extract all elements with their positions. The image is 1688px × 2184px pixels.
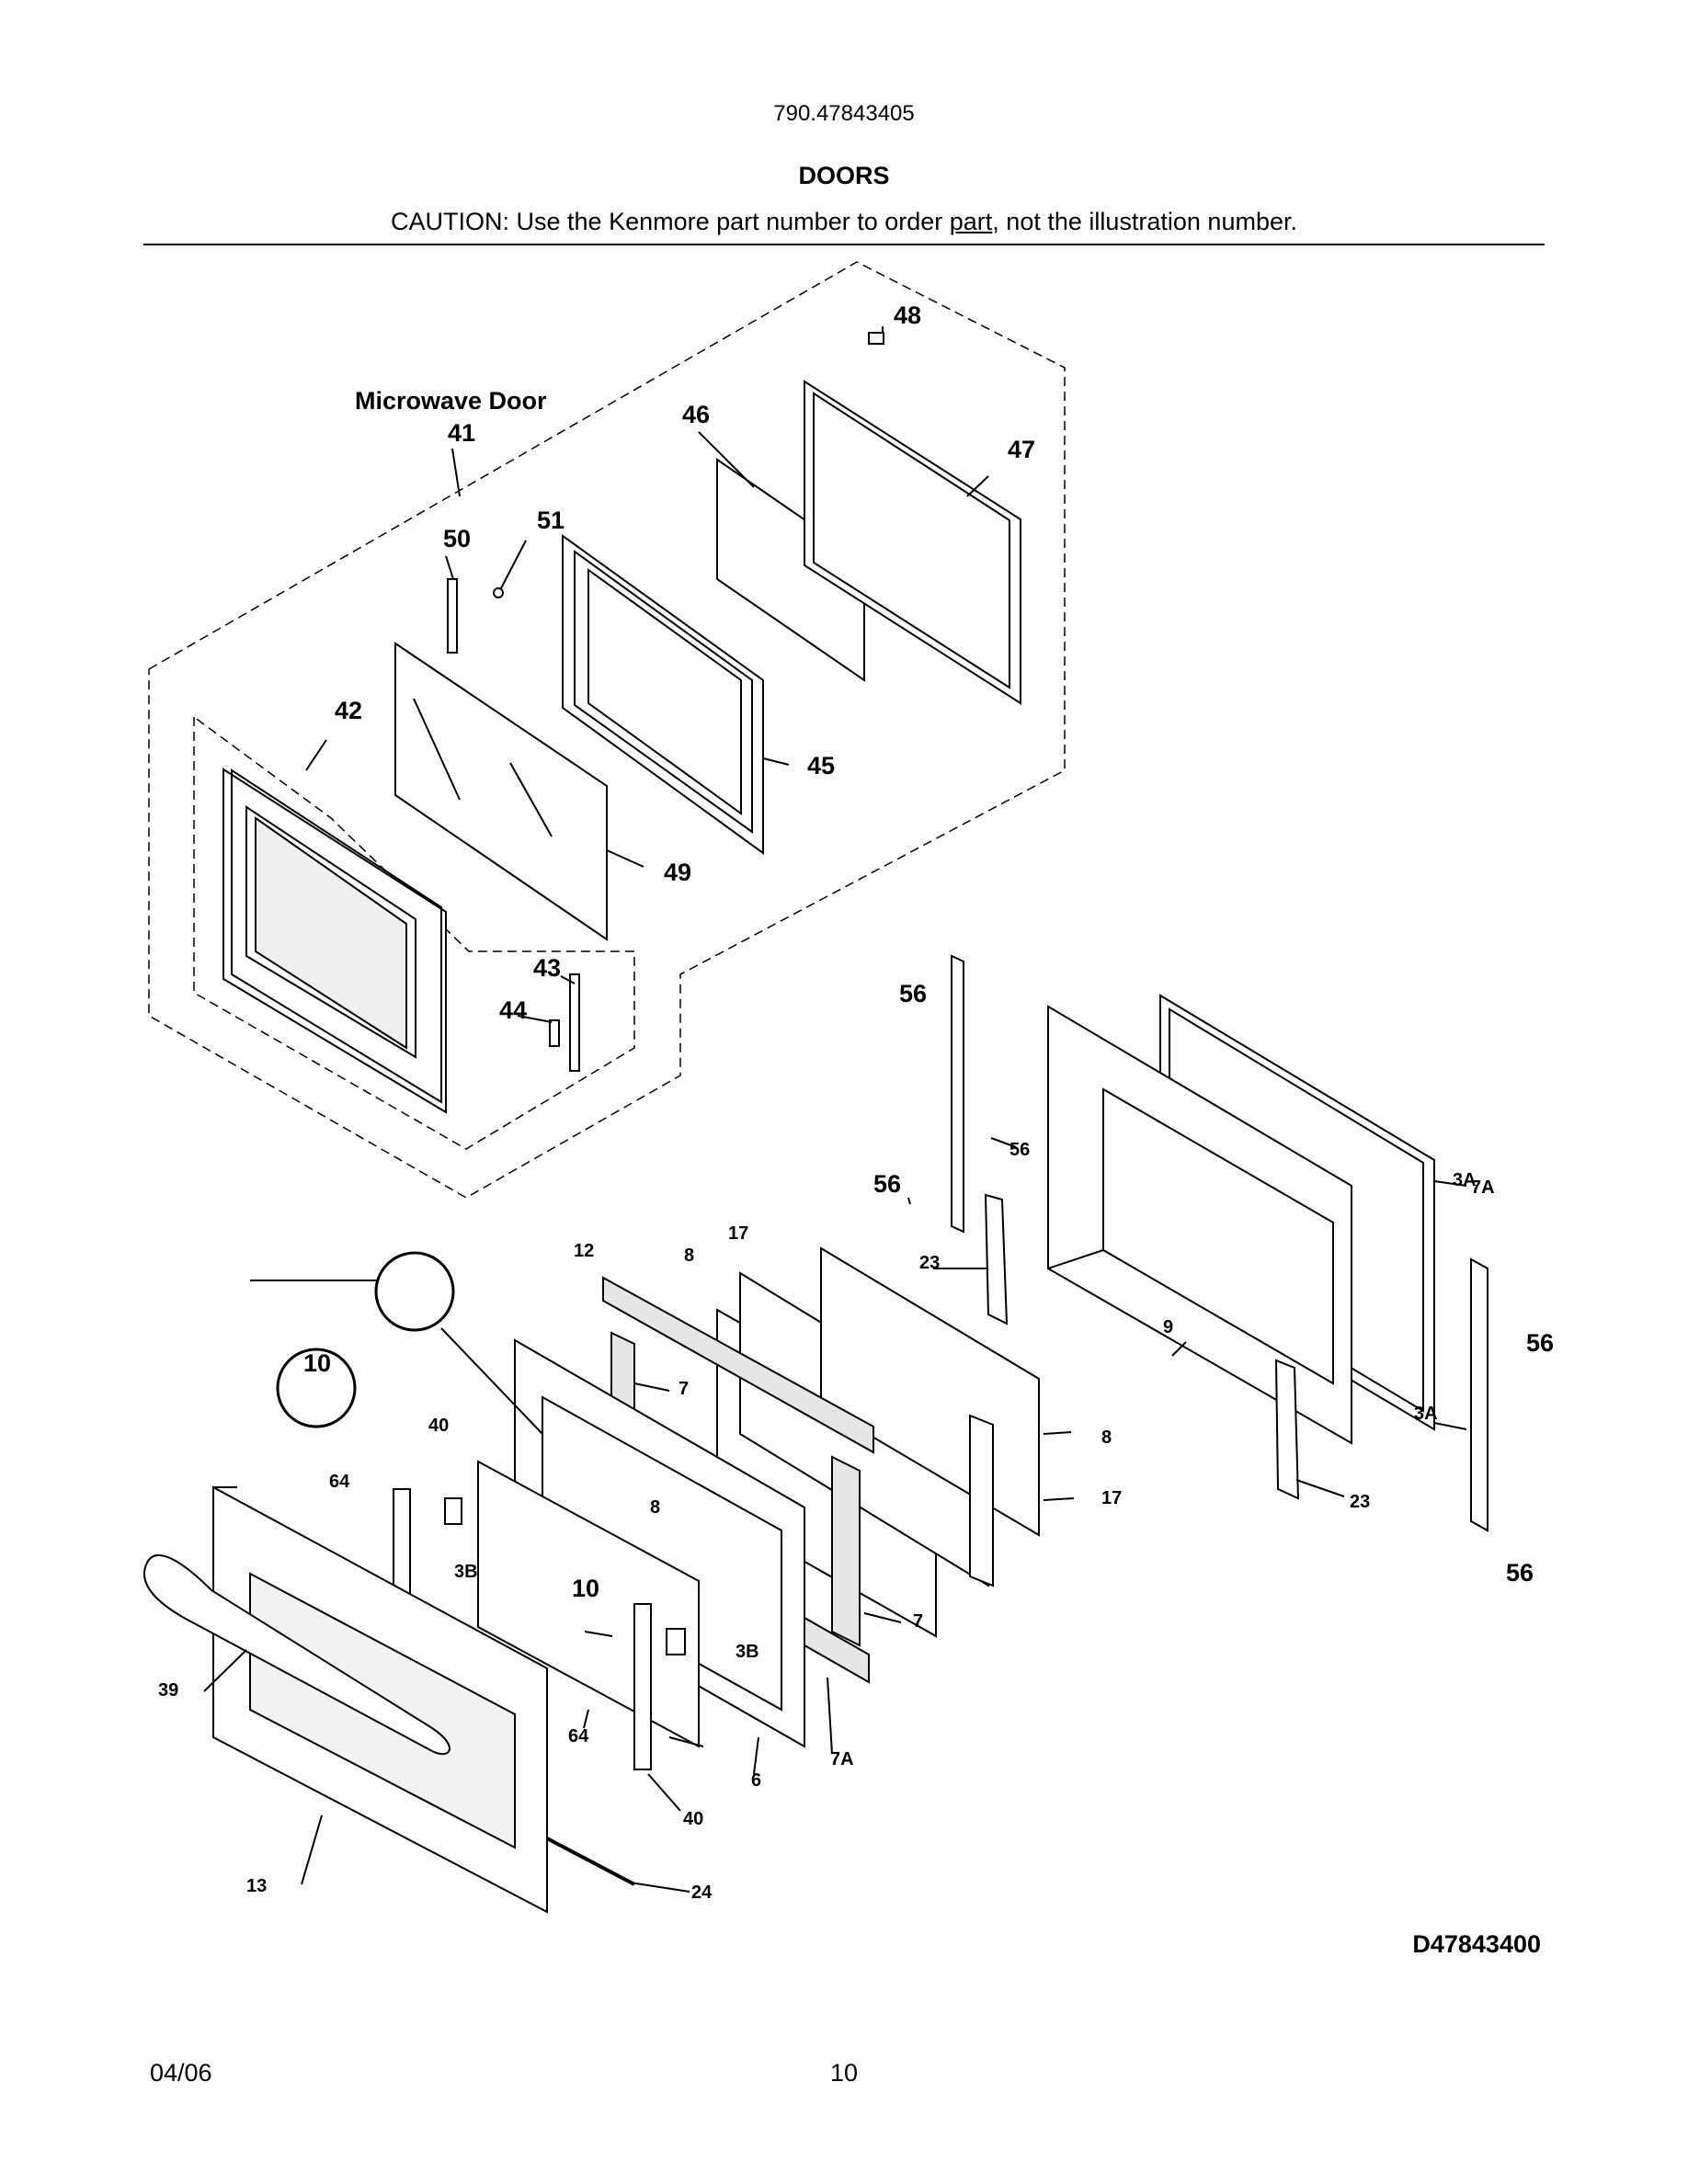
callout-8: 8 (1101, 1428, 1112, 1448)
callout-7a: 7A (1471, 1177, 1495, 1198)
callout-3b: 3B (736, 1642, 759, 1662)
callout-6: 6 (751, 1770, 761, 1791)
hinge-23-right (1274, 1359, 1300, 1500)
callout-43: 43 (533, 954, 561, 982)
callout-39: 39 (158, 1680, 178, 1701)
zoom-circle-56 (374, 1251, 455, 1332)
insulation-7A-top (602, 1276, 874, 1454)
callout-7: 7 (679, 1379, 689, 1399)
callout-3a: 3A (1453, 1170, 1477, 1190)
footer-date: 04/06 (150, 2059, 212, 2087)
callout-17: 17 (1101, 1488, 1122, 1508)
callout-17: 17 (728, 1223, 748, 1244)
callout-23: 23 (1350, 1492, 1370, 1512)
callout-48: 48 (894, 301, 921, 329)
callout-46: 46 (682, 401, 710, 428)
microwave-subgroup-outline (193, 716, 635, 1150)
microwave-clip-48 (868, 332, 884, 345)
group-label-microwave-door: Microwave Door (355, 387, 547, 415)
callout-7: 7 (913, 1611, 923, 1632)
header-divider (143, 244, 1545, 245)
callout-56: 56 (1526, 1329, 1554, 1357)
callout-56: 56 (899, 980, 927, 1007)
callout-40: 40 (683, 1809, 703, 1829)
microwave-hinge-50 (447, 578, 458, 654)
callout-64: 64 (329, 1472, 350, 1492)
microwave-screw-51 (493, 587, 504, 598)
callout-3b: 3B (454, 1562, 478, 1582)
callout-3a: 3A (1414, 1404, 1438, 1424)
caution-part-link: part (949, 208, 993, 235)
microwave-latch-43-44 (549, 973, 580, 1072)
hinge-23-left (984, 1193, 1009, 1325)
callout-45: 45 (807, 752, 835, 779)
footer-page-number: 10 (829, 2059, 859, 2087)
bracket-40-right (633, 1603, 652, 1770)
callout-50: 50 (443, 525, 471, 552)
pad-3B-left (444, 1497, 462, 1525)
diagram-id: D47843400 (1412, 1930, 1541, 1958)
caution-text: CAUTION: Use the Kenmore part number to … (0, 208, 1688, 236)
insulation-17-frame (969, 1414, 994, 1587)
callout-12: 12 (574, 1241, 594, 1261)
callout-56: 56 (1506, 1559, 1534, 1587)
callout-56: 56 (873, 1170, 901, 1198)
callout-8: 8 (684, 1246, 694, 1266)
callout-7a: 7A (830, 1749, 854, 1769)
callout-10: 10 (572, 1575, 599, 1602)
callout-44: 44 (499, 996, 527, 1024)
callout-23: 23 (919, 1253, 940, 1273)
callout-40: 40 (428, 1416, 449, 1436)
bottom-rail-24 (546, 1837, 635, 1886)
callout-24: 24 (691, 1883, 713, 1903)
zoom-circle-10 (276, 1348, 357, 1428)
side-channel-3A-left (951, 954, 964, 1234)
callout-51: 51 (537, 506, 565, 534)
door-handle-39 (143, 1553, 451, 1756)
oven-door-inner-9 (1047, 1005, 1352, 1445)
callout-42: 42 (335, 697, 362, 724)
callout-10: 10 (303, 1349, 331, 1377)
callout-56: 56 (1009, 1140, 1030, 1160)
callout-47: 47 (1008, 436, 1035, 463)
caution-suffix: , not the illustration number. (992, 208, 1297, 235)
model-number: 790.47843405 (773, 101, 915, 126)
microwave-inner-frame-47 (804, 380, 1021, 705)
callout-49: 49 (664, 859, 691, 886)
callout-8: 8 (650, 1497, 660, 1518)
caution-prefix: CAUTION: Use the Kenmore part number to … (391, 208, 950, 235)
callout-9: 9 (1163, 1317, 1173, 1337)
pad-3B-right (666, 1628, 686, 1655)
side-channel-3A-right (1470, 1257, 1488, 1532)
insulation-7-right (831, 1455, 861, 1647)
microwave-group-outline (148, 261, 1066, 1199)
microwave-door-front-42 (222, 768, 447, 1114)
callout-13: 13 (246, 1876, 267, 1896)
callout-41: 41 (448, 419, 475, 447)
callout-64: 64 (568, 1726, 589, 1746)
microwave-glass-49 (394, 642, 608, 941)
microwave-choke-45 (562, 534, 764, 855)
section-title: DOORS (798, 162, 890, 189)
leader-lines (203, 326, 1467, 1893)
